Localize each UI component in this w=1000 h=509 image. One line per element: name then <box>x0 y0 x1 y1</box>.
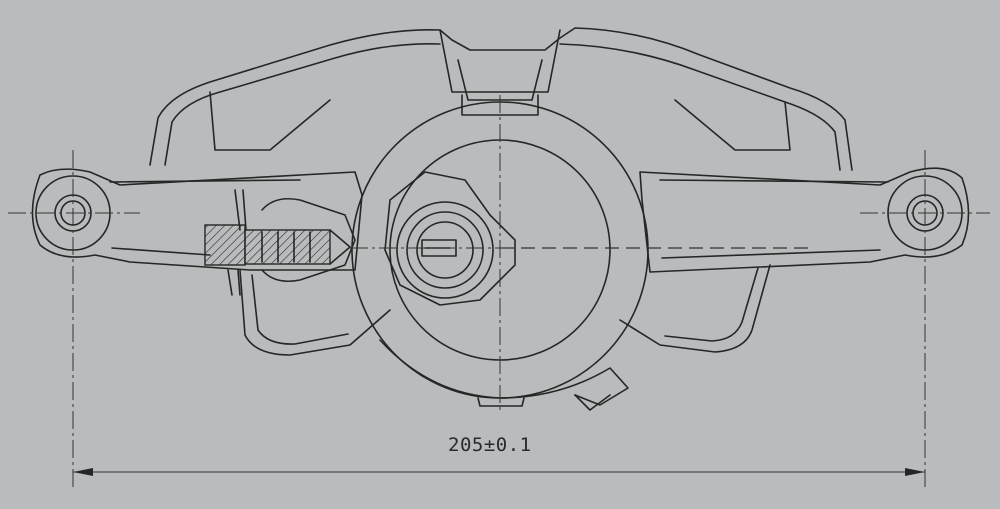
dimension-line <box>73 468 925 476</box>
dimension-text: 205±0.1 <box>448 434 532 456</box>
caliper-bridge <box>149 27 853 171</box>
arrow-right-icon <box>905 468 925 476</box>
centerlines <box>8 95 990 490</box>
arrow-left-icon <box>73 468 93 476</box>
right-mounting-arm <box>619 167 970 353</box>
bleed-valve <box>384 171 516 306</box>
guide-pin-section <box>204 189 356 296</box>
